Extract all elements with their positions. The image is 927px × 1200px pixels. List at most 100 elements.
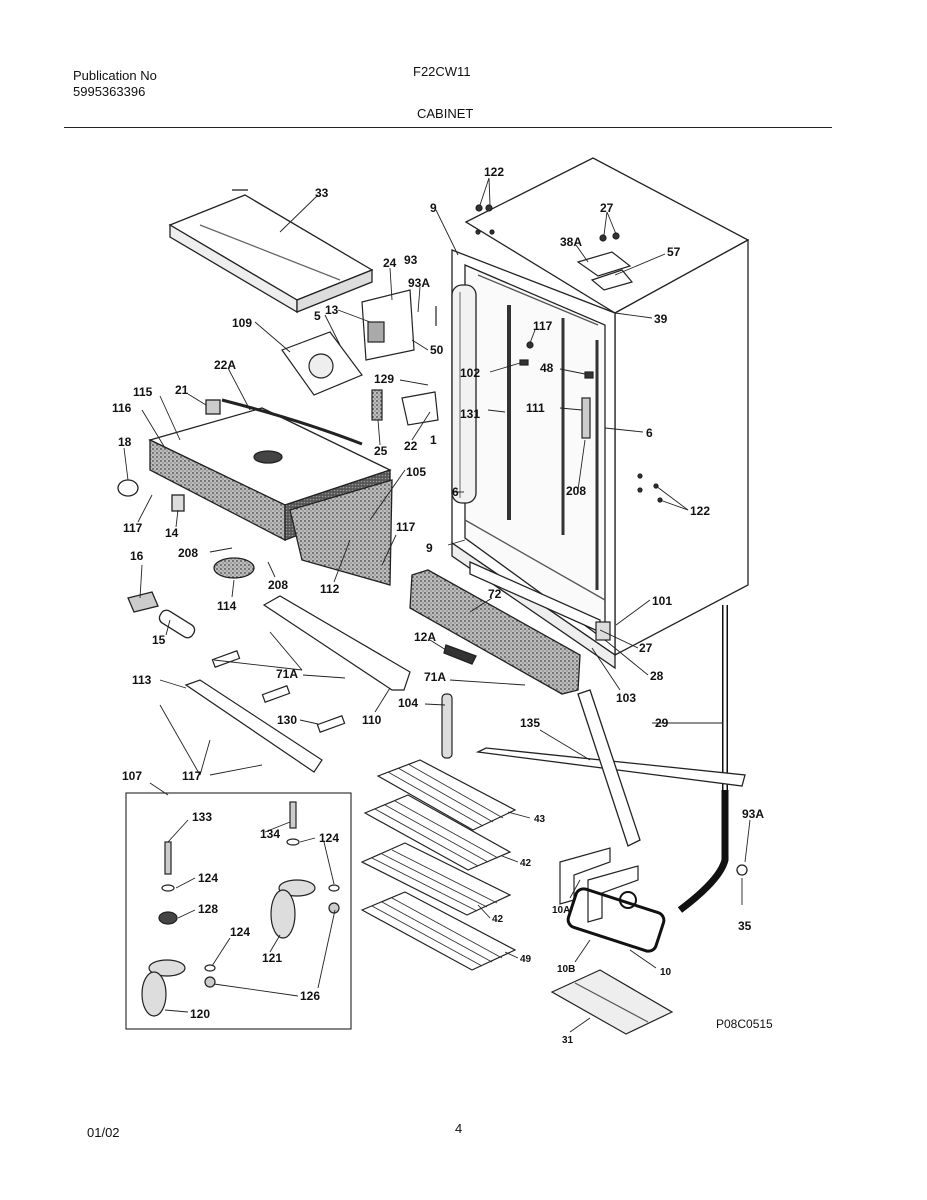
callout-112: 112 [320,582,340,596]
callout-22: 22 [404,439,418,453]
shelf-wires [371,763,504,967]
callout-124c: 124 [230,925,250,939]
callout-33: 33 [315,186,329,200]
callout-103: 103 [616,691,636,705]
callout-6: 6 [646,426,653,440]
callout-208b: 208 [178,546,198,560]
callout-135: 135 [520,716,540,730]
kick-plate [409,569,581,695]
callout-35: 35 [738,919,752,933]
callout-48: 48 [540,361,554,375]
callout-122: 122 [484,165,504,179]
wire-shelves [360,759,517,971]
callout-208c: 208 [268,578,288,592]
callout-111: 111 [526,401,545,415]
callout-50: 50 [430,343,444,357]
callout-28: 28 [650,669,664,683]
callout-120: 120 [190,1007,210,1021]
cabinet-body [451,157,750,670]
callout-42b: 42 [492,914,504,925]
callout-9: 9 [430,201,437,215]
callout-116: 116 [112,401,132,415]
callout-49: 49 [520,954,532,965]
callout-57: 57 [667,245,681,259]
callout-133: 133 [192,810,212,824]
callout-labels: 122 33 9 27 38A 57 24 93 93A 13 5 109 50… [112,165,773,1046]
callout-109: 109 [232,316,252,330]
callout-93A: 93A [408,276,430,290]
callout-124: 124 [319,831,339,845]
drain-hose-and-straps [475,605,748,913]
callout-5: 5 [314,309,321,323]
callout-129: 129 [374,372,394,386]
callout-102: 102 [460,366,480,380]
callout-93Ab: 93A [742,807,764,821]
callout-117b: 117 [123,521,143,535]
caster-kit [125,792,352,1030]
callout-25: 25 [374,444,388,458]
callout-29: 29 [655,716,669,730]
callout-71A: 71A [276,667,298,681]
callout-101: 101 [652,594,672,608]
callout-24: 24 [383,256,397,270]
callout-21: 21 [175,383,189,397]
callout-1: 1 [430,433,437,447]
callout-208: 208 [566,484,586,498]
callout-22A: 22A [214,358,236,372]
leader-lines [123,177,751,1033]
callout-126: 126 [300,989,320,1003]
callout-10: 10 [660,967,672,978]
footer-date: 01/02 [87,1125,120,1140]
callout-9b: 9 [426,541,433,555]
callout-117d: 117 [182,769,202,783]
header-rule [64,127,832,128]
callout-131: 131 [460,407,480,421]
section-title: CABINET [417,106,474,121]
callout-18: 18 [118,435,132,449]
callout-124b: 124 [198,871,218,885]
callout-13: 13 [325,303,339,317]
callout-114: 114 [217,599,237,613]
page-number: 4 [455,1121,463,1136]
callout-10B: 10B [557,964,575,975]
callout-14: 14 [165,526,179,540]
evaporator-cover [117,398,393,639]
callout-130: 130 [277,713,297,727]
callout-117c: 117 [396,520,416,534]
callout-110: 110 [362,713,382,727]
top-cover [168,189,374,314]
callout-38A: 38A [560,235,582,249]
callout-27: 27 [600,201,614,215]
callout-12A: 12A [414,630,436,644]
callout-117: 117 [533,319,553,333]
callout-105: 105 [406,465,426,479]
callout-15: 15 [152,633,166,647]
callout-43: 43 [534,814,546,825]
publication-number: 5995363396 [73,84,146,99]
callout-31: 31 [562,1035,574,1046]
callout-93: 93 [404,253,418,267]
callout-113: 113 [132,673,152,687]
callout-10A: 10A [552,905,570,916]
callout-104: 104 [398,696,418,710]
callout-72: 72 [488,587,502,601]
callout-42: 42 [520,858,532,869]
callout-6b: 6 [452,485,459,499]
publication-label: Publication No [73,68,157,83]
heater-and-drain-pan [550,847,674,1035]
callout-134: 134 [260,827,280,841]
callout-121: 121 [262,951,282,965]
callout-115: 115 [133,385,153,399]
callout-16: 16 [130,549,144,563]
callout-27b: 27 [639,641,653,655]
model-number: F22CW11 [413,64,471,79]
callout-128: 128 [198,902,218,916]
callout-122b: 122 [690,504,710,518]
callout-39: 39 [654,312,668,326]
rails-and-brackets [184,595,453,773]
callout-107: 107 [122,769,142,783]
diagram-code: P08C0515 [716,1017,773,1031]
callout-71Ab: 71A [424,670,446,684]
